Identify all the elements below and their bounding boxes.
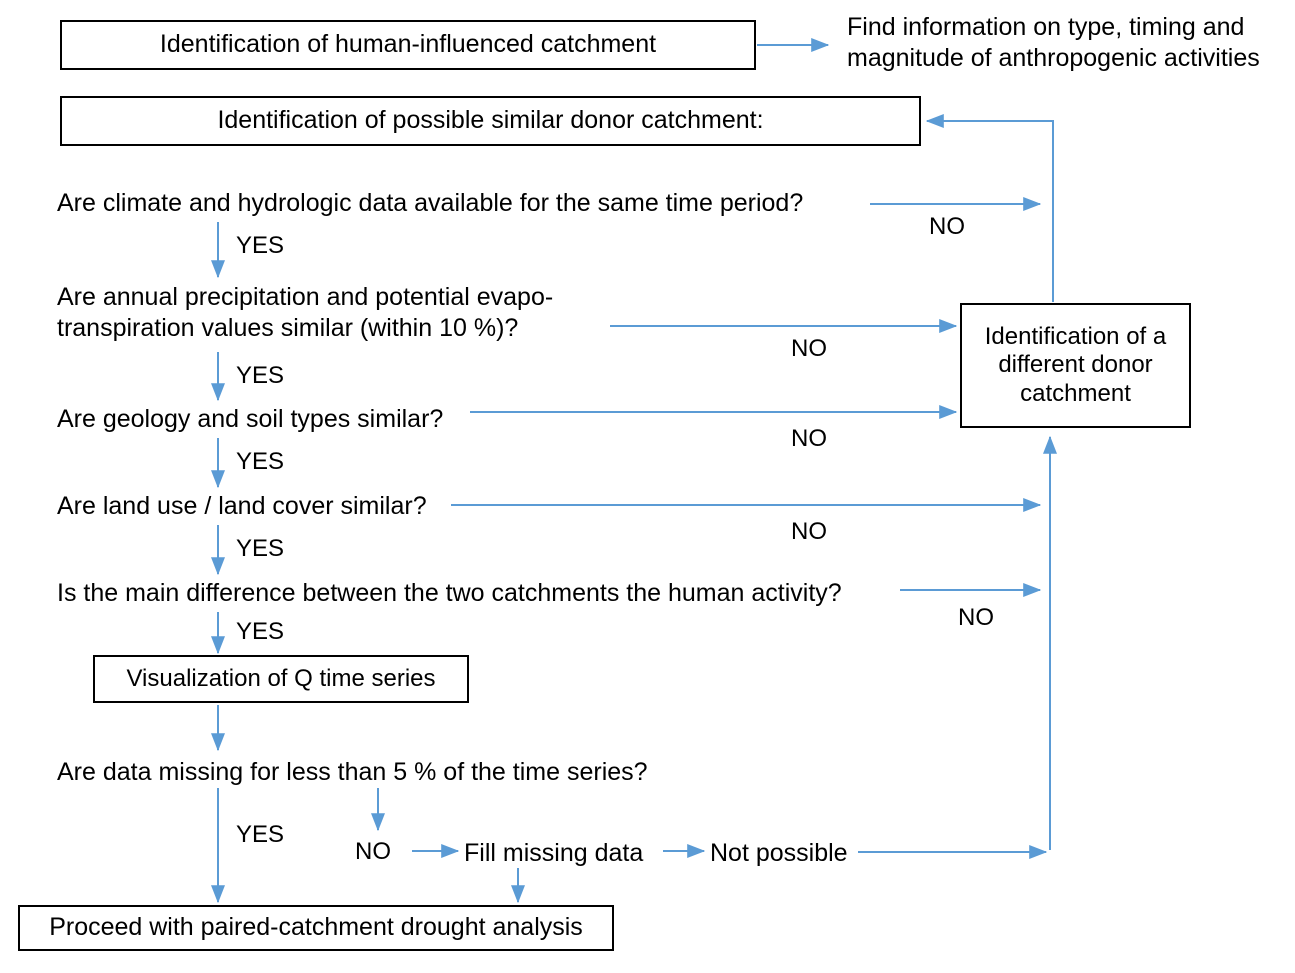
edge-label-no-1: NO	[929, 213, 965, 240]
edge-label-yes-5: YES	[236, 618, 285, 645]
edge-label-no-2: NO	[791, 335, 827, 362]
box-identification-human-influenced-catchment[interactable]: Identification of human-influenced catch…	[60, 20, 756, 70]
edge-label-no-3: NO	[791, 425, 827, 452]
question-land-use-land-cover: Are land use / land cover similar?	[57, 492, 427, 520]
edge-label-yes-3: YES	[236, 448, 285, 475]
note-find-information: Find information on type, timing and mag…	[847, 13, 1260, 73]
edge-label-no-6: NO	[355, 838, 391, 865]
edge-label-yes-2: YES	[236, 362, 285, 389]
question-geology-soil-types: Are geology and soil types similar?	[57, 405, 444, 433]
terminal-fill-missing-data: Fill missing data	[464, 839, 644, 867]
box-identification-different-donor-catchment[interactable]: Identification of a different donor catc…	[960, 303, 1191, 428]
box-proceed-paired-catchment-drought-analysis[interactable]: Proceed with paired-catchment drought an…	[18, 905, 614, 951]
edge-label-yes-6: YES	[236, 821, 285, 848]
edge-label-no-5: NO	[958, 604, 994, 631]
question-data-missing-threshold: Are data missing for less than 5 % of th…	[57, 758, 648, 786]
question-precipitation-evapotranspiration: Are annual precipitation and potential e…	[57, 283, 554, 343]
terminal-not-possible: Not possible	[710, 839, 848, 867]
edge-label-yes-1: YES	[236, 232, 285, 259]
box-identification-possible-similar-donor-catchment[interactable]: Identification of possible similar donor…	[60, 96, 921, 146]
question-climate-hydrologic-data: Are climate and hydrologic data availabl…	[57, 189, 804, 217]
box-visualization-q-time-series[interactable]: Visualization of Q time series	[93, 655, 469, 703]
edge-label-yes-4: YES	[236, 535, 285, 562]
question-main-difference-human-activity: Is the main difference between the two c…	[57, 579, 842, 607]
edge-label-no-4: NO	[791, 518, 827, 545]
edge-return-to-donor-catchment	[925, 114, 1054, 204]
